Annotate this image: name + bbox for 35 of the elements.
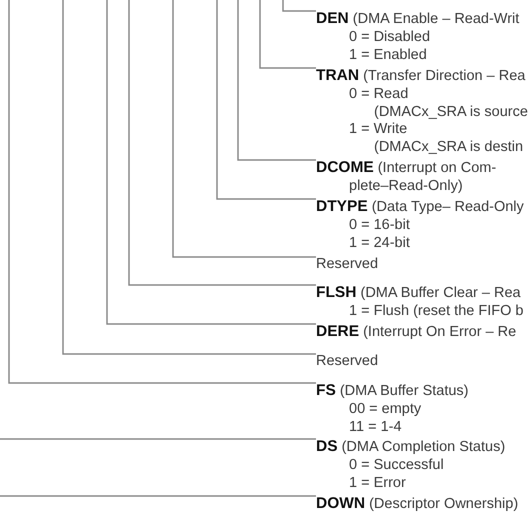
field-heading: TRAN (Transfer Direction – Rea: [316, 67, 526, 86]
leader-line: [62, 0, 316, 355]
field-value: 1 = Write: [348, 121, 408, 140]
leader-line: [216, 0, 316, 200]
field-value: 1 = 24-bit: [348, 234, 410, 252]
field-value: 0 = Successful: [348, 456, 444, 475]
field-value: 0 = 16-bit: [348, 216, 410, 235]
field-value: 1 = Error: [348, 474, 406, 492]
leader-line: [282, 0, 316, 12]
field-value: 0 = Disabled: [348, 28, 430, 47]
field-heading: DS (DMA Completion Status): [316, 438, 506, 457]
field-heading: FLSH (DMA Buffer Clear – Rea: [316, 284, 521, 303]
leader-line: [237, 0, 316, 161]
field-heading: Reserved: [316, 256, 378, 274]
field-heading: DEN (DMA Enable – Read-Writ: [316, 10, 520, 29]
value-note: (DMACx_SRA is destin: [373, 139, 524, 157]
field-heading: Reserved: [316, 353, 378, 371]
field-value: 0 = Read: [348, 86, 408, 104]
leader-line: [106, 0, 316, 325]
leader-line: [0, 438, 316, 440]
field-value: 1 = Enabled: [348, 46, 427, 64]
leader-line: [128, 0, 316, 286]
value-note: (DMACx_SRA is source: [373, 104, 528, 122]
field-heading: FS (DMA Buffer Status): [316, 382, 469, 401]
leader-line: [0, 495, 316, 497]
field-heading: DTYPE (Data Type– Read-Only: [316, 198, 524, 217]
field-heading: DERE (Interrupt On Error – Re: [316, 323, 516, 342]
field-heading: DOWN (Descriptor Ownership): [316, 495, 518, 514]
field-value: 11 = 1-4: [348, 418, 402, 436]
leader-line: [8, 0, 316, 384]
field-value: 00 = empty: [348, 400, 422, 419]
leader-line: [259, 0, 316, 69]
field-heading: DCOME (Interrupt on Com- plete–Read-Only): [316, 159, 498, 196]
leader-line: [172, 0, 316, 258]
field-value: 1 = Flush (reset the FIFO b: [348, 302, 524, 321]
